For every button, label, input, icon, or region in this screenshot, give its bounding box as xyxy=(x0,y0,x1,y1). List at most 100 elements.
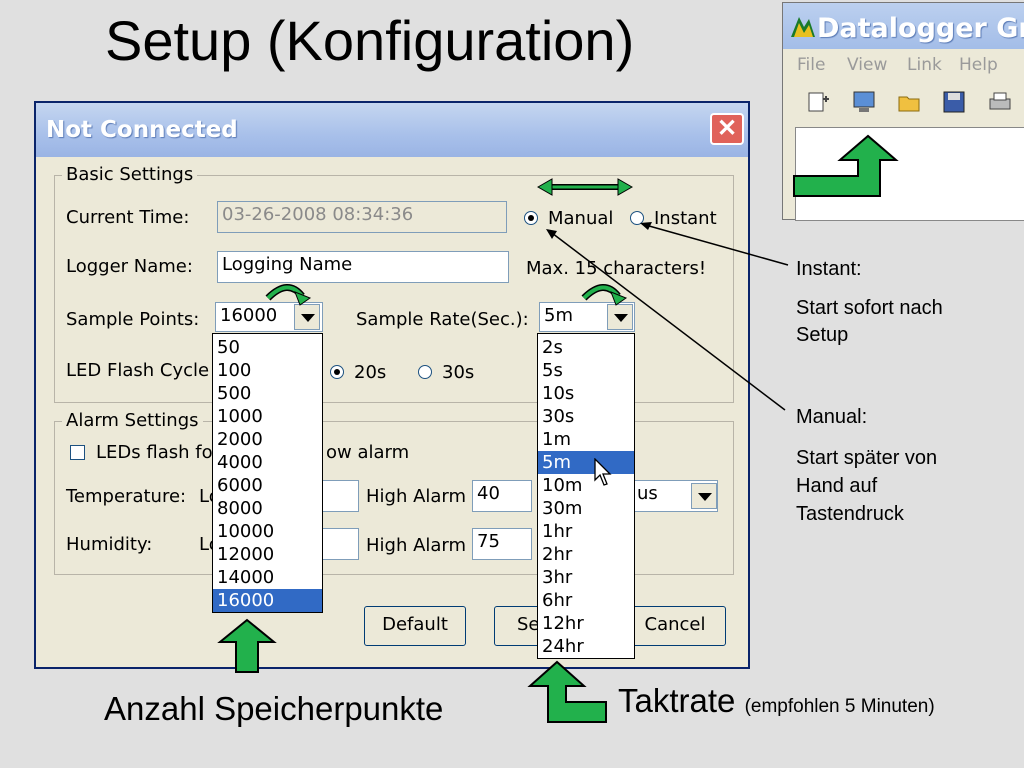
sample-rate-option[interactable]: 30s xyxy=(542,406,575,427)
manual-note-line1: Start später von xyxy=(796,447,938,469)
temperature-label: Temperature: xyxy=(66,486,187,507)
sample-rate-option[interactable]: 12hr xyxy=(542,613,584,634)
sample-rate-option[interactable]: 10m xyxy=(542,475,583,496)
sample-rate-dropdown-icon[interactable] xyxy=(607,304,633,330)
bent-arrow-rate-icon xyxy=(527,660,607,723)
printer-icon[interactable] xyxy=(987,89,1013,115)
sample-points-option[interactable]: 6000 xyxy=(217,475,263,496)
humidity-high-label: High Alarm xyxy=(366,535,467,556)
app-client-area xyxy=(795,127,1024,221)
alarm-settings-legend: Alarm Settings xyxy=(62,410,203,431)
temperature-unit-dropdown-icon[interactable] xyxy=(691,483,717,509)
close-button[interactable]: ✕ xyxy=(710,113,744,145)
manual-radio[interactable] xyxy=(524,211,538,225)
sample-rate-option[interactable]: 5s xyxy=(542,360,563,381)
led-20s-label[interactable]: 20s xyxy=(354,362,387,383)
logger-name-label: Logger Name: xyxy=(66,256,193,277)
sample-points-option[interactable]: 50 xyxy=(217,337,240,358)
default-button[interactable]: Default xyxy=(364,606,466,646)
close-icon: ✕ xyxy=(716,115,738,142)
manual-radio-label[interactable]: Manual xyxy=(548,208,614,229)
temperature-high-label: High Alarm xyxy=(366,486,467,507)
temperature-high-input[interactable]: 40 xyxy=(472,480,532,512)
menu-help[interactable]: Help xyxy=(959,55,998,75)
sample-points-dropdown-icon[interactable] xyxy=(294,304,320,330)
leds-flash-label-end: ow alarm xyxy=(326,442,410,463)
save-disk-icon[interactable] xyxy=(941,89,967,115)
manual-note-line3: Tastendruck xyxy=(796,503,904,525)
sample-points-option[interactable]: 4000 xyxy=(217,452,263,473)
manual-pointer-line xyxy=(547,229,786,411)
sample-rate-option[interactable]: 5m xyxy=(538,451,634,474)
cancel-button[interactable]: Cancel xyxy=(624,606,726,646)
sample-points-option[interactable]: 100 xyxy=(217,360,252,381)
led-20s-radio[interactable] xyxy=(330,365,344,379)
instant-note-line1: Start sofort nach xyxy=(796,297,943,319)
slide-title: Setup (Konfiguration) xyxy=(105,9,635,72)
leds-flash-label-start: LEDs flash fo xyxy=(96,442,213,463)
sample-points-option[interactable]: 16000 xyxy=(213,589,322,612)
caption-sample-rate-note: (empfohlen 5 Minuten) xyxy=(744,696,935,717)
mouse-pointer-icon xyxy=(594,458,612,486)
sample-rate-option[interactable]: 24hr xyxy=(542,636,584,657)
manual-note-line2: Hand auf xyxy=(796,475,878,497)
sample-points-option[interactable]: 8000 xyxy=(217,498,263,519)
instant-radio[interactable] xyxy=(630,211,644,225)
instant-note-line2: Setup xyxy=(796,324,849,346)
current-time-label: Current Time: xyxy=(66,207,190,228)
up-arrow-points-icon xyxy=(217,618,277,673)
sample-points-option[interactable]: 2000 xyxy=(217,429,263,450)
sample-points-value: 16000 xyxy=(220,305,278,326)
bent-arrow-app-icon xyxy=(793,134,899,197)
humidity-high-input[interactable]: 75 xyxy=(472,528,532,560)
sample-rate-option[interactable]: 1hr xyxy=(542,521,573,542)
sample-rate-label: Sample Rate(Sec.): xyxy=(356,309,529,330)
current-time-field: 03-26-2008 08:34:36 xyxy=(217,201,507,233)
sample-rate-option[interactable]: 30m xyxy=(542,498,583,519)
sample-points-option[interactable]: 14000 xyxy=(217,567,275,588)
sample-rate-option[interactable]: 2hr xyxy=(542,544,573,565)
logger-name-input[interactable]: Logging Name xyxy=(217,251,509,283)
sample-points-option[interactable]: 10000 xyxy=(217,521,275,542)
sample-points-label: Sample Points: xyxy=(66,309,200,330)
sample-rate-option[interactable]: 10s xyxy=(542,383,575,404)
sample-rate-option[interactable]: 6hr xyxy=(542,590,573,611)
datalogger-app-window: Datalogger Grap File View Link Help xyxy=(782,2,1024,221)
double-arrow-icon xyxy=(536,178,634,196)
caption-sample-rate: Taktrate (empfohlen 5 Minuten) xyxy=(618,682,935,720)
humidity-label: Humidity: xyxy=(66,534,153,555)
menu-link[interactable]: Link xyxy=(907,55,942,75)
caption-sample-points: Anzahl Speicherpunkte xyxy=(104,690,444,727)
temperature-unit-value: us xyxy=(637,483,658,504)
caption-sample-rate-main: Taktrate xyxy=(618,682,736,719)
new-document-icon[interactable] xyxy=(805,89,831,115)
app-logo-icon xyxy=(791,17,815,37)
app-title: Datalogger Grap xyxy=(817,13,1024,44)
menu-file[interactable]: File xyxy=(797,55,826,75)
sample-rate-option[interactable]: 2s xyxy=(542,337,563,358)
sample-rate-value: 5m xyxy=(544,305,573,326)
sample-points-option[interactable]: 500 xyxy=(217,383,252,404)
sample-rate-option[interactable]: 3hr xyxy=(542,567,573,588)
instant-note-title: Instant: xyxy=(796,258,862,280)
menu-view[interactable]: View xyxy=(847,55,888,75)
sample-rate-option[interactable]: 1m xyxy=(542,429,571,450)
app-title-bar: Datalogger Grap xyxy=(783,3,1024,49)
sample-points-option[interactable]: 12000 xyxy=(217,544,275,565)
led-30s-label[interactable]: 30s xyxy=(442,362,475,383)
basic-settings-legend: Basic Settings xyxy=(62,164,198,185)
sample-points-option[interactable]: 1000 xyxy=(217,406,263,427)
led-30s-radio[interactable] xyxy=(418,365,432,379)
instant-pointer-line xyxy=(641,223,789,266)
open-folder-icon[interactable] xyxy=(897,89,923,115)
led-flash-cycle-label: LED Flash Cycle xyxy=(66,360,210,381)
instant-radio-label[interactable]: Instant xyxy=(654,208,717,229)
leds-flash-checkbox[interactable] xyxy=(70,445,85,460)
monitor-icon[interactable] xyxy=(851,89,877,115)
basic-settings-group xyxy=(54,175,734,403)
manual-note-title: Manual: xyxy=(796,406,868,428)
alarm-settings-group xyxy=(54,421,734,575)
